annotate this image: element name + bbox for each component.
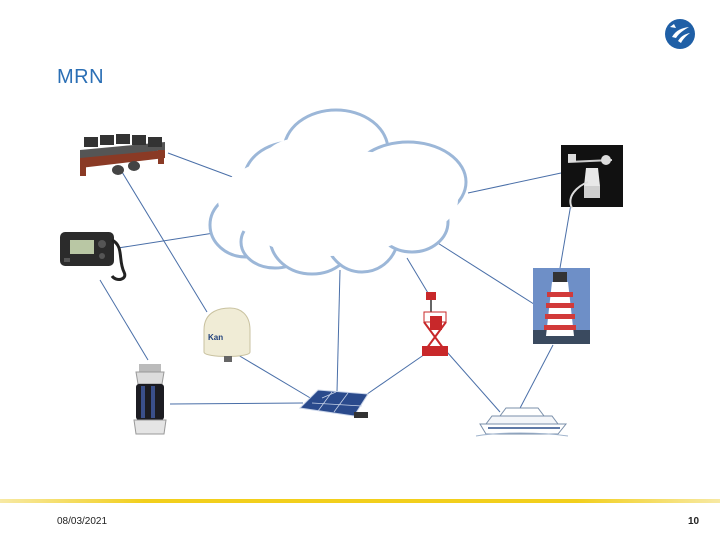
footer-date: 08/03/2021 [57,516,108,527]
lighthouse-icon [533,268,590,344]
buoy-lantern-icon [133,364,167,435]
passenger-ship-icon [475,407,569,437]
connector-solar-buoy [359,351,429,400]
vhf-radio-icon [60,232,127,281]
solar-panel-icon [298,389,369,418]
weather-station-icon [561,145,623,209]
connector-control-room-antenna [121,171,208,313]
organization-logo-icon [665,19,695,49]
connector-cloud-lighthouse [432,239,538,307]
antenna-brand-label: Kan [208,333,223,342]
control-room-icon [80,134,165,176]
connector-vhf-lantern [99,279,149,361]
marker-buoy-icon [422,292,448,356]
satellite-antenna-icon: Kan [203,307,251,362]
page-number: 10 [688,516,700,527]
connector-cloud-solar [336,269,341,393]
connector-lines [99,152,573,413]
cloud-icon [208,108,468,276]
connector-cloud-buoy [406,257,429,294]
connector-cloud-weather [467,172,562,194]
connector-lantern-solar [169,402,304,405]
connector-weather-lighthouse [559,197,573,269]
connector-antenna-solar [237,354,313,400]
slide-title: MRN [57,66,105,88]
footer-line [0,499,720,503]
connector-vhf-radio [117,232,215,249]
connector-buoy-ship [446,351,501,413]
connector-lighthouse-ship [517,344,554,413]
